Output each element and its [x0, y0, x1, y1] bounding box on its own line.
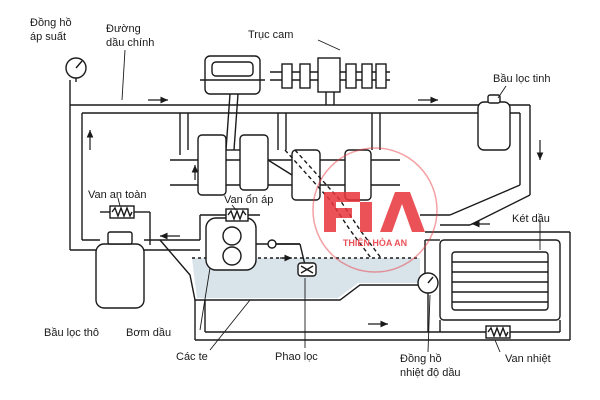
- leader-lines: [117, 39, 541, 353]
- oil-pan: [159, 239, 426, 301]
- label-main-oil-line-l2: dầu chính: [106, 37, 154, 49]
- pressure-gauge-icon: [65, 57, 87, 82]
- label-oil-pan: Các te: [176, 351, 208, 363]
- label-oil-temp-gauge-l2: nhiệt độ dầu: [400, 367, 461, 379]
- coarse-filter-icon: [95, 231, 200, 309]
- label-oil-temp-gauge-l1: Đồng hồ: [400, 353, 442, 365]
- label-camshaft: Trục cam: [248, 29, 293, 41]
- label-main-oil-line-l1: Đường: [106, 23, 141, 35]
- return-line: [194, 300, 570, 341]
- flow-arrows: [86, 96, 544, 328]
- fine-filter-icon: [477, 94, 511, 151]
- watermark-logo: THIÊN HÒA AN: [312, 147, 438, 273]
- label-float-filter: Phao lọc: [275, 351, 318, 363]
- watermark-ring: [312, 147, 438, 273]
- label-oil-cooler: Két dầu: [512, 213, 550, 225]
- label-safety-valve: Van an toàn: [88, 189, 147, 201]
- float-filter-icon: [297, 262, 317, 277]
- label-thermostat-valve: Van nhiệt: [505, 353, 551, 365]
- crankshaft-icon: [170, 134, 400, 271]
- label-coarse-filter: Bầu lọc thô: [44, 327, 99, 339]
- label-pressure-regulator: Van ổn áp: [224, 194, 273, 206]
- label-pressure-gauge-l1: Đồng hồ: [30, 17, 72, 29]
- pressure-regulator-icon: [199, 208, 260, 240]
- label-pressure-gauge-l2: áp suất: [30, 31, 66, 43]
- oil-cooler-icon: [425, 231, 571, 340]
- label-oil-pump: Bơm dầu: [126, 327, 171, 339]
- oil-pump-icon: [205, 217, 306, 271]
- thermostat-valve-icon: [439, 320, 560, 339]
- oil-temp-gauge-icon: [417, 272, 439, 332]
- camshaft-icon: [270, 57, 390, 93]
- watermark-text: THIÊN HÒA AN: [343, 237, 407, 248]
- main-oil-gallery: [69, 80, 531, 251]
- label-fine-filter: Bầu lọc tinh: [493, 73, 550, 85]
- rocker-assembly-icon: [200, 55, 265, 151]
